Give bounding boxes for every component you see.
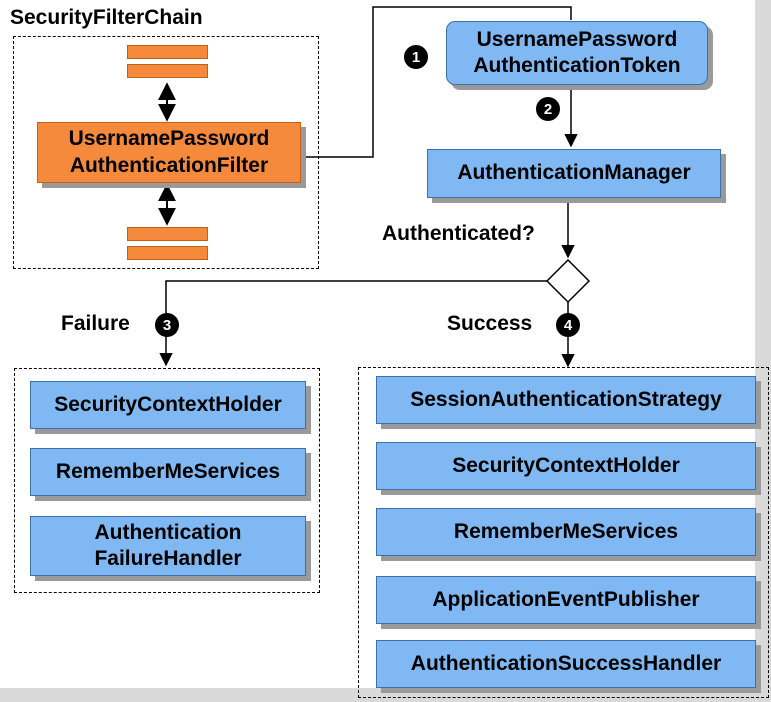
step-1-badge: 1 <box>404 45 428 69</box>
success-security-context-holder: SecurityContextHolder <box>376 442 756 490</box>
filter-to-token-line <box>302 6 572 158</box>
failure-branch-line <box>159 280 547 367</box>
step-4-badge: 4 <box>556 313 580 337</box>
filter-line-2: AuthenticationFilter <box>69 153 269 177</box>
session-authentication-strategy: SessionAuthenticationStrategy <box>376 376 756 424</box>
authentication-manager-box: AuthenticationManager <box>427 149 721 198</box>
decision-label: Authenticated? <box>382 222 535 245</box>
authentication-token-box: UsernamePassword AuthenticationToken <box>446 21 708 85</box>
success-label: Success <box>447 312 533 335</box>
success-handlers-group <box>358 367 769 698</box>
authentication-failure-handler: Authentication FailureHandler <box>30 516 306 576</box>
step-3-badge: 3 <box>155 313 179 337</box>
token-line-2: AuthenticationToken <box>473 54 681 77</box>
security-filter-chain-group <box>13 36 319 269</box>
filter-bar-1 <box>127 45 208 59</box>
application-event-publisher: ApplicationEventPublisher <box>376 576 756 624</box>
filter-bar-3 <box>127 227 208 241</box>
decision-diamond <box>545 258 591 304</box>
failure-handlers-group <box>14 368 320 593</box>
failure-handler-line-1: Authentication <box>94 520 242 544</box>
filter-bar-2 <box>127 64 208 78</box>
failure-security-context-holder: SecurityContextHolder <box>30 381 306 429</box>
filter-line-1: UsernamePassword <box>68 127 270 151</box>
success-remember-me-services: RememberMeServices <box>376 508 756 556</box>
token-line-1: UsernamePassword <box>476 27 678 51</box>
failure-remember-me-services: RememberMeServices <box>30 448 306 496</box>
failure-handler-line-2: FailureHandler <box>94 547 242 570</box>
failure-label: Failure <box>61 312 130 335</box>
authentication-success-handler: AuthenticationSuccessHandler <box>376 640 756 688</box>
filter-bar-4 <box>127 246 208 260</box>
step-2-badge: 2 <box>536 97 560 121</box>
chain-title: SecurityFilterChain <box>10 6 203 29</box>
authentication-filter-box: UsernamePassword AuthenticationFilter <box>37 122 301 183</box>
